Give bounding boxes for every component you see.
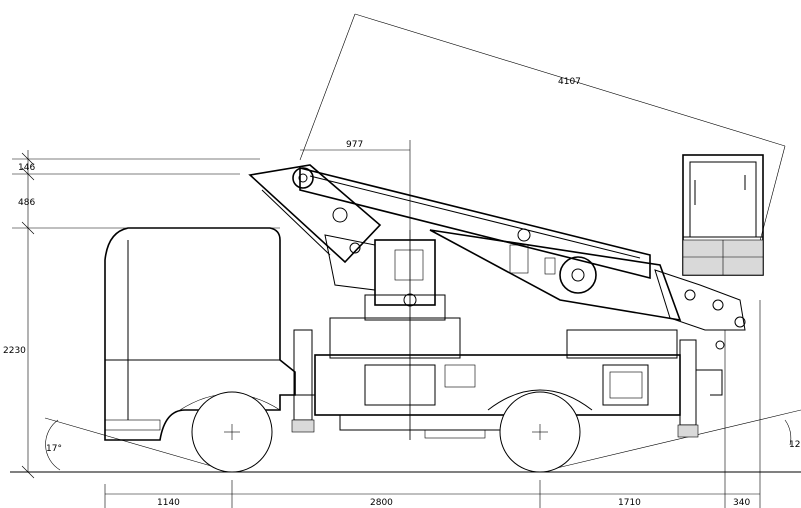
turret (324, 234, 446, 321)
truck-cab (104, 227, 296, 441)
dimension-boom-length: 4107 (299, 13, 786, 261)
rear-wheel (499, 391, 581, 473)
outrigger-rear (677, 339, 723, 438)
boom-first-arm (248, 164, 382, 264)
dim-angle-17: 17° (46, 444, 62, 454)
dim-1140: 1140 (157, 498, 180, 508)
dim-2800: 2800 (370, 498, 393, 508)
dim-angle-12: 12 (789, 440, 800, 450)
dim-340: 340 (733, 498, 750, 508)
dimension-boom-offset: 977 (300, 140, 411, 440)
dim-2230: 2230 (3, 346, 26, 356)
work-basket (682, 154, 764, 276)
front-wheel (191, 391, 273, 473)
dimension-horizontal: 1140 2800 1710 340 (104, 300, 761, 508)
outrigger-front (291, 329, 315, 433)
dim-146: 146 (18, 163, 35, 173)
dim-486: 486 (18, 198, 35, 208)
dim-977: 977 (346, 140, 363, 150)
dim-4107: 4107 (558, 77, 581, 87)
boom-head-linkage (654, 269, 746, 350)
dimension-angles: 17° 12 (44, 409, 801, 473)
boom-main-arm (299, 166, 682, 322)
dim-1710: 1710 (618, 498, 641, 508)
